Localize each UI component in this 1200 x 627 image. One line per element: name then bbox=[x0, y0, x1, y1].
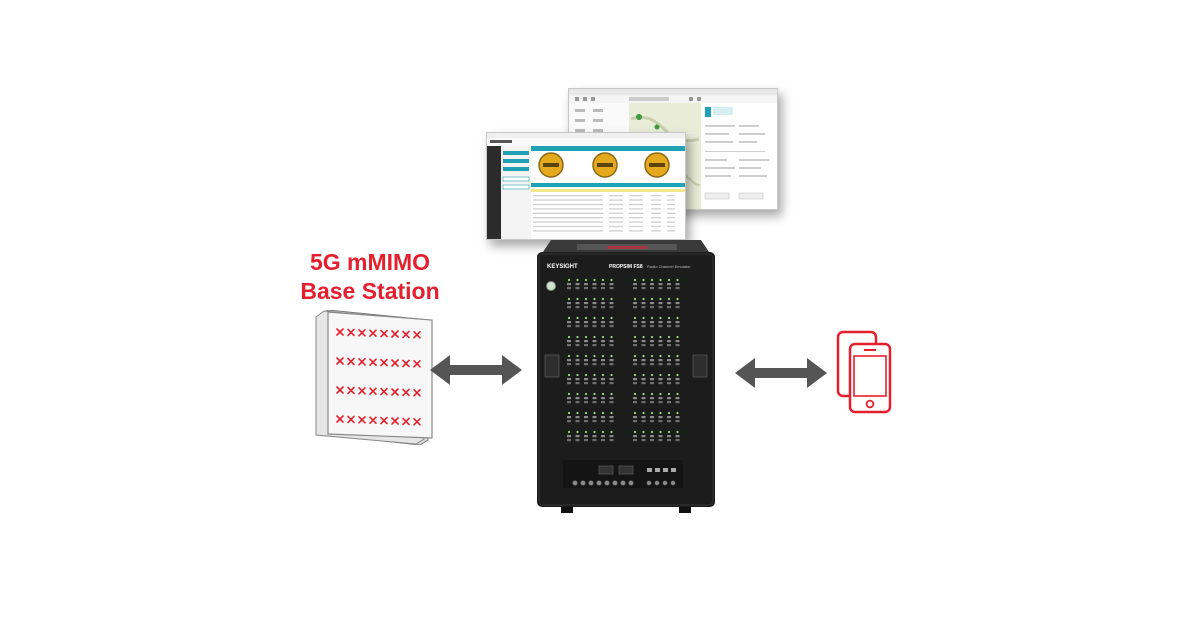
dashboard-software-screenshot bbox=[486, 132, 686, 240]
mobile-phone-icon bbox=[836, 330, 892, 414]
bidirectional-arrow-icon bbox=[430, 355, 522, 385]
instrument-brand: KEYSIGHT bbox=[547, 264, 578, 270]
instrument-model: PROPSIM FS8 bbox=[609, 264, 643, 270]
bidirectional-arrow-icon bbox=[735, 358, 827, 388]
base-station-label: 5G mMIMO Base Station bbox=[300, 248, 440, 306]
instrument-subtitle: Radio Channel Emulator bbox=[647, 264, 691, 269]
antenna-panel-icon bbox=[315, 310, 433, 445]
channel-emulator-instrument: KEYSIGHT PROPSIM FS8 Radio Channel Emula… bbox=[537, 240, 715, 513]
base-station-label-line2: Base Station bbox=[300, 278, 440, 304]
base-station-label-line1: 5G mMIMO bbox=[309, 249, 431, 275]
